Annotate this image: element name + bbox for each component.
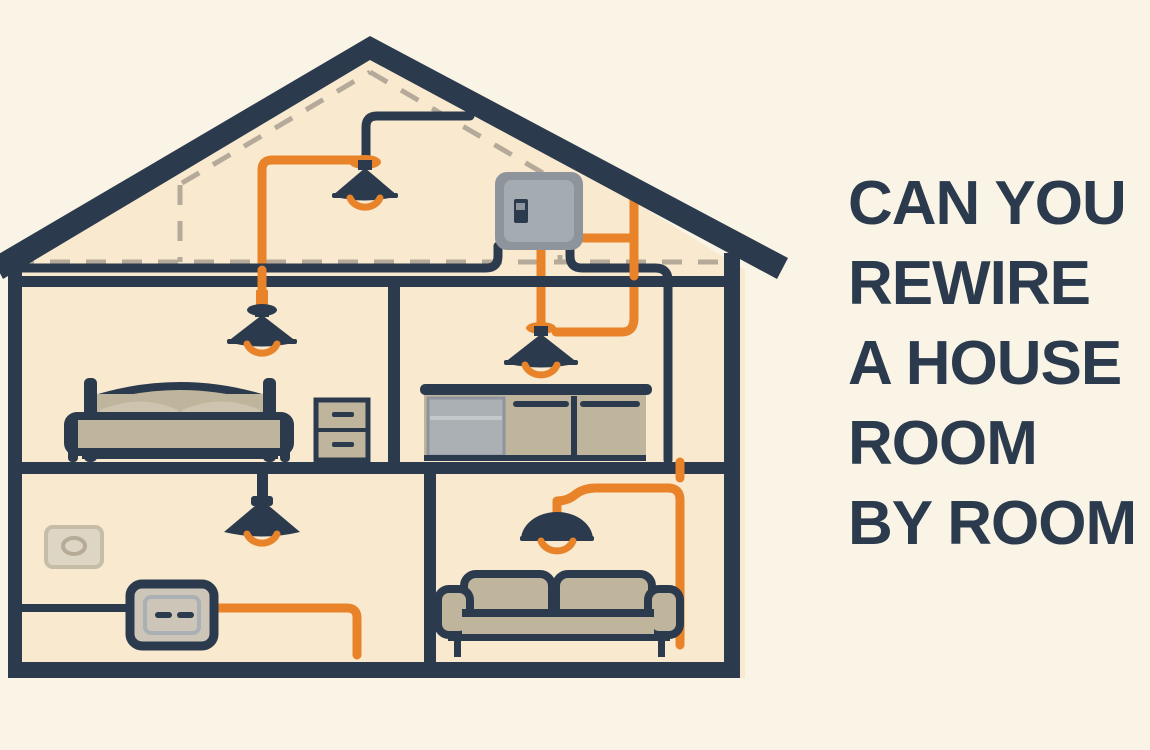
kitchen-counter <box>420 384 652 461</box>
basement-pendant-lamp <box>224 470 300 547</box>
wall-plate[interactable] <box>44 525 104 569</box>
basement-wiring <box>10 603 362 660</box>
cabinet-handle-right <box>580 401 640 407</box>
bed <box>64 378 294 462</box>
floor-attic <box>8 276 740 287</box>
outlet-slot-right <box>177 612 194 618</box>
sofa-leg-left <box>454 639 461 657</box>
wall-divider-upper <box>388 282 400 464</box>
nightstand-drawer-handle-top <box>332 412 354 417</box>
wall-divider-lower <box>424 470 436 666</box>
bedroom-pendant-lamp <box>227 290 297 357</box>
orange-kitchen-run <box>551 260 639 337</box>
headline-line-3: A HOUSE <box>848 329 1122 398</box>
navy-attic-run <box>361 111 475 161</box>
page-title: CAN YOU REWIRE A HOUSE ROOM BY ROOM <box>848 164 1150 564</box>
floor-mid <box>8 462 740 474</box>
attic-pendant-lamp <box>332 155 398 211</box>
living-room-pendant-lamp <box>520 496 594 555</box>
outlet-slot-left <box>155 612 172 618</box>
nightstand <box>313 397 371 466</box>
orange-living-room-run <box>552 483 685 650</box>
living-room-wiring <box>552 483 685 650</box>
headline-line-4: ROOM <box>848 409 1038 478</box>
dishwasher <box>426 396 506 458</box>
orange-basement-run <box>208 603 362 660</box>
navy-panel-left <box>9 241 503 273</box>
breaker-switch <box>514 199 528 223</box>
nightstand-drawer-handle-bottom <box>332 442 354 447</box>
countertop <box>420 384 652 395</box>
headline-line-1: CAN YOU <box>848 169 1127 238</box>
floor-foundation <box>8 662 740 678</box>
panel-wiring-orange <box>536 181 639 337</box>
navy-panel-right <box>565 241 673 465</box>
wall-outlet[interactable] <box>125 579 219 651</box>
cabinet-handle-left <box>513 401 569 407</box>
sofa <box>434 570 684 657</box>
orange-attic-run <box>257 155 350 301</box>
headline-line-2: REWIRE <box>848 249 1091 318</box>
wiring-overlay <box>257 253 685 483</box>
sofa-leg-right <box>658 639 665 657</box>
house-structure <box>0 36 788 678</box>
headline-line-5: BY ROOM <box>848 489 1137 558</box>
kitchen-pendant-lamp <box>504 322 578 379</box>
electrical-panel[interactable] <box>495 172 583 250</box>
attic-dashed-guides <box>14 69 730 265</box>
panel-wiring-navy <box>9 241 673 465</box>
